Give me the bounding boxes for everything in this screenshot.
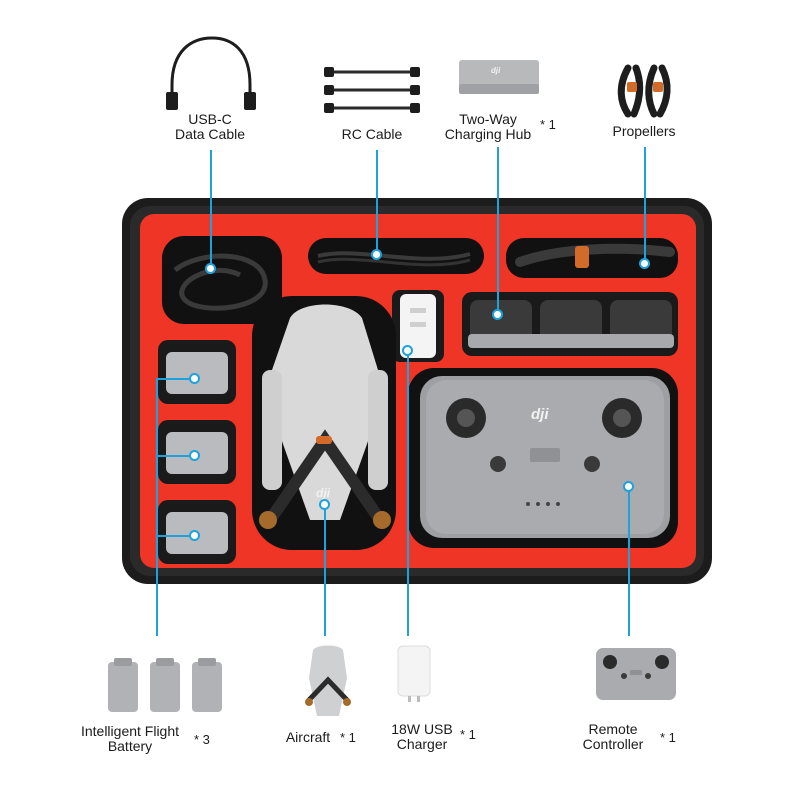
callout-battery-2	[156, 455, 194, 457]
callout-dot-battery-3	[191, 532, 198, 539]
callout-hub	[497, 147, 499, 315]
case-brand-remote: dji	[531, 406, 549, 423]
battery-label: Intelligent Flight Battery	[70, 724, 190, 754]
remote-controller-icon	[596, 648, 676, 700]
rc-cable-label: RC Cable	[341, 126, 403, 142]
hub-label: Two-Way Charging Hub	[436, 112, 540, 142]
callout-dot-remote	[625, 483, 632, 490]
charger-label: 18W USB Charger	[386, 722, 458, 752]
aircraft-icon	[305, 645, 351, 716]
hub-label-line1: Two-Way	[459, 111, 517, 127]
hub-label-line2: Charging Hub	[444, 126, 532, 142]
case-brand-aircraft: dji	[316, 486, 330, 500]
callout-dot-aircraft	[321, 501, 328, 508]
remote-label-line2: Controller	[582, 736, 644, 752]
aircraft-quantity: * 1	[340, 730, 356, 745]
propellers-icon	[617, 64, 671, 118]
callout-battery-bracket	[156, 378, 158, 636]
usb-cable-label: USB-C Data Cable	[160, 112, 260, 142]
callout-dot-hub	[494, 311, 501, 318]
battery-quantity: * 3	[194, 732, 210, 747]
remote-label: Remote Controller	[574, 722, 652, 752]
rc-cable-icon	[324, 67, 420, 113]
usb-cable-label-line2: Data Cable	[174, 126, 246, 142]
callout-dot-battery-1	[191, 375, 198, 382]
callout-dot-propellers	[641, 260, 648, 267]
hub-brand: dji	[491, 66, 501, 75]
callout-dot-rc-cable	[373, 251, 380, 258]
aircraft-label: Aircraft	[285, 729, 331, 745]
callout-propellers	[644, 147, 646, 263]
callout-charger	[407, 350, 409, 636]
charger-label-line1: 18W USB	[391, 721, 453, 737]
battery-label-line1: Intelligent Flight	[80, 723, 180, 739]
battery-icon	[108, 658, 222, 712]
callout-usb-cable	[210, 150, 212, 268]
callout-dot-charger	[404, 347, 411, 354]
remote-quantity: * 1	[660, 730, 676, 745]
callout-dot-usb-cable	[207, 265, 214, 272]
callout-battery-1	[156, 378, 194, 380]
charger-icon	[397, 645, 431, 702]
callout-aircraft	[324, 504, 326, 636]
charging-hub-icon	[459, 60, 539, 94]
callout-remote	[628, 486, 630, 636]
callout-dot-battery-2	[191, 452, 198, 459]
charger-quantity: * 1	[460, 727, 476, 742]
remote-label-line1: Remote	[588, 721, 638, 737]
callout-rc-cable	[376, 150, 378, 254]
charger-label-line2: Charger	[396, 736, 448, 752]
battery-label-line2: Battery	[107, 738, 153, 754]
callout-battery-3	[156, 535, 194, 537]
usb-cable-label-line1: USB-C	[188, 111, 232, 127]
hub-quantity: * 1	[540, 117, 556, 132]
usb-cable-icon	[166, 36, 256, 110]
propellers-label: Propellers	[612, 123, 676, 139]
